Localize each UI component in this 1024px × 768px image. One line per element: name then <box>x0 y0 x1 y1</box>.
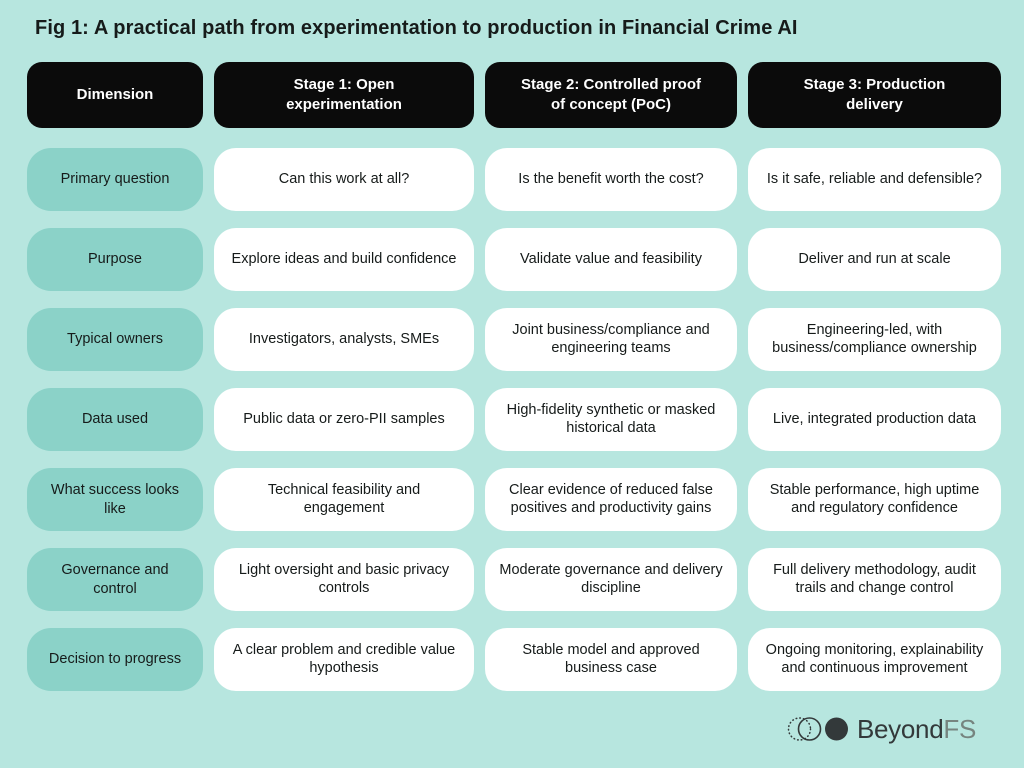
cell-governance-stage-3: Full delivery methodology, audit trails … <box>748 548 1001 611</box>
cell-primary-question-stage-3: Is it safe, reliable and defensible? <box>748 148 1001 211</box>
cell-typical-owners-stage-1: Investigators, analysts, SMEs <box>214 308 474 371</box>
cell-data-used-stage-2: High-fidelity synthetic or masked histor… <box>485 388 737 451</box>
row-label-primary-question: Primary question <box>27 148 203 211</box>
row-label-typical-owners: Typical owners <box>27 308 203 371</box>
row-label-governance-and-control: Governance and control <box>27 548 203 611</box>
row-label-purpose: Purpose <box>27 228 203 291</box>
cell-governance-stage-2: Moderate governance and delivery discipl… <box>485 548 737 611</box>
beyondfs-logo: BeyondFS <box>787 712 976 746</box>
cell-typical-owners-stage-3: Engineering-led, with business/complianc… <box>748 308 1001 371</box>
cell-purpose-stage-1: Explore ideas and build confidence <box>214 228 474 291</box>
cell-typical-owners-stage-2: Joint business/compliance and engineerin… <box>485 308 737 371</box>
row-label-what-success-looks-like: What success looks like <box>27 468 203 531</box>
cell-decision-stage-3: Ongoing monitoring, explainability and c… <box>748 628 1001 691</box>
header-stage-3: Stage 3: Production delivery <box>748 62 1001 128</box>
cell-governance-stage-1: Light oversight and basic privacy contro… <box>214 548 474 611</box>
cell-data-used-stage-3: Live, integrated production data <box>748 388 1001 451</box>
beyondfs-wordmark-fs: FS <box>943 714 976 744</box>
cell-success-stage-2: Clear evidence of reduced false positive… <box>485 468 737 531</box>
beyondfs-wordmark-beyond: Beyond <box>856 714 944 744</box>
cell-success-stage-1: Technical feasibility and engagement <box>214 468 474 531</box>
row-label-decision-to-progress: Decision to progress <box>27 628 203 691</box>
cell-primary-question-stage-2: Is the benefit worth the cost? <box>485 148 737 211</box>
table-body: Primary question Can this work at all? I… <box>27 148 1001 691</box>
cell-purpose-stage-2: Validate value and feasibility <box>485 228 737 291</box>
cell-decision-stage-1: A clear problem and credible value hypot… <box>214 628 474 691</box>
header-dimension: Dimension <box>27 62 203 128</box>
cell-success-stage-3: Stable performance, high uptime and regu… <box>748 468 1001 531</box>
table-header-row: Dimension Stage 1: Open experimentation … <box>27 62 1001 128</box>
beyondfs-logo-circles-icon <box>787 717 848 741</box>
beyondfs-wordmark: BeyondFS <box>857 716 976 742</box>
cell-decision-stage-2: Stable model and approved business case <box>485 628 737 691</box>
figure-title: Fig 1: A practical path from experimenta… <box>35 17 798 39</box>
header-stage-1: Stage 1: Open experimentation <box>214 62 474 128</box>
cell-primary-question-stage-1: Can this work at all? <box>214 148 474 211</box>
header-stage-2: Stage 2: Controlled proof of concept (Po… <box>485 62 737 128</box>
row-label-data-used: Data used <box>27 388 203 451</box>
cell-purpose-stage-3: Deliver and run at scale <box>748 228 1001 291</box>
cell-data-used-stage-1: Public data or zero-PII samples <box>214 388 474 451</box>
